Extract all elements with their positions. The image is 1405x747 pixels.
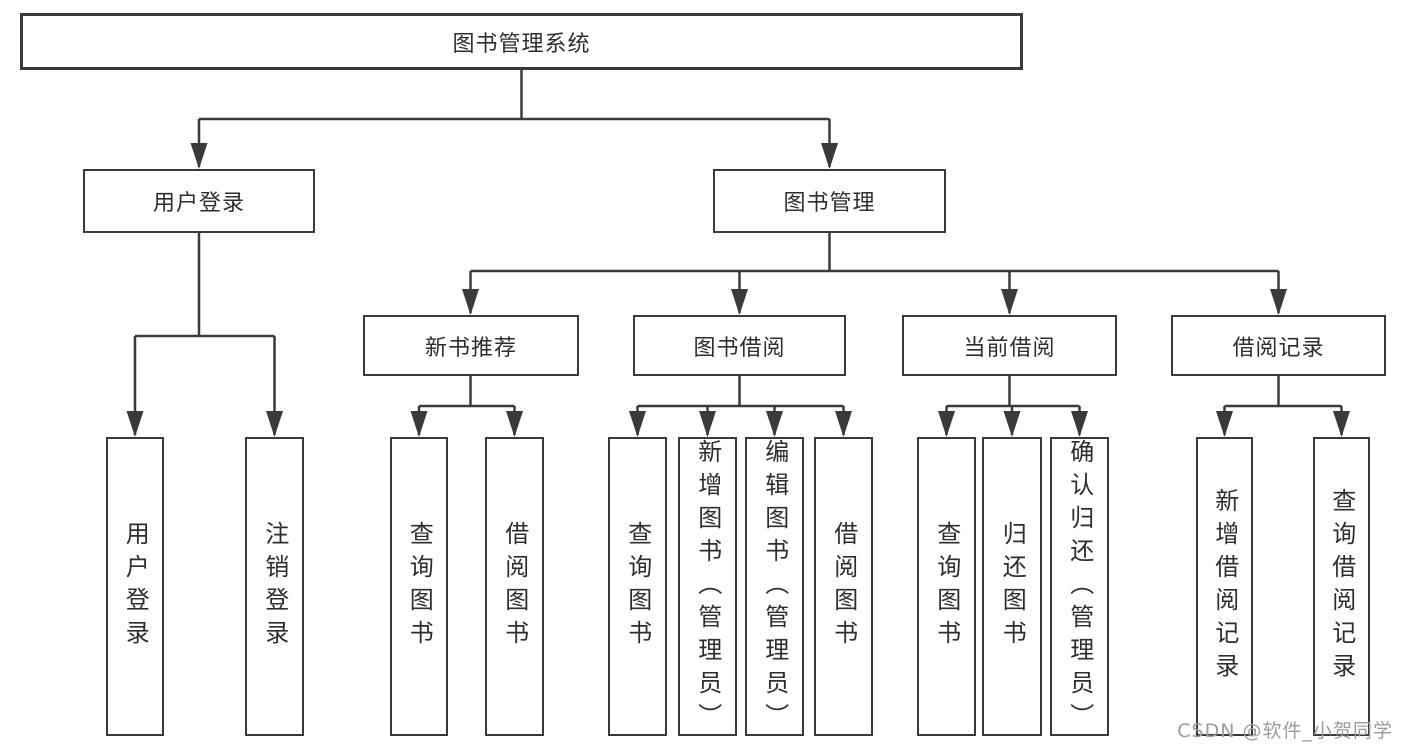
leaf-borrowing-query-books: 查询图书	[608, 437, 667, 736]
leaf-confirm-return-admin: 确认归还（管理员）	[1050, 437, 1109, 736]
node-user-login: 用户登录	[83, 169, 315, 233]
leaf-recommend-query-books: 查询图书	[390, 437, 448, 736]
leaf-return-books: 归还图书	[982, 437, 1042, 736]
node-borrowing-records: 借阅记录	[1171, 315, 1386, 376]
node-library-management-system: 图书管理系统	[20, 13, 1023, 70]
leaf-borrow-books: 借阅图书	[814, 437, 873, 736]
leaf-edit-books-admin: 编辑图书（管理员）	[745, 437, 804, 736]
leaf-query-borrow-record: 查询借阅记录	[1313, 437, 1370, 736]
leaf-user-login: 用户登录	[106, 437, 164, 736]
leaf-current-query-books: 查询图书	[917, 437, 976, 736]
node-current-borrowing: 当前借阅	[902, 315, 1117, 376]
node-new-book-recommendation: 新书推荐	[363, 315, 579, 376]
node-book-borrowing: 图书借阅	[633, 315, 846, 376]
leaf-logout: 注销登录	[245, 437, 304, 736]
leaf-add-books-admin: 新增图书（管理员）	[678, 437, 737, 736]
leaf-recommend-borrow-books: 借阅图书	[485, 437, 544, 736]
node-book-management: 图书管理	[713, 169, 946, 233]
watermark: CSDN @软件_小贺同学	[1177, 720, 1393, 742]
leaf-add-borrow-record: 新增借阅记录	[1196, 437, 1253, 736]
